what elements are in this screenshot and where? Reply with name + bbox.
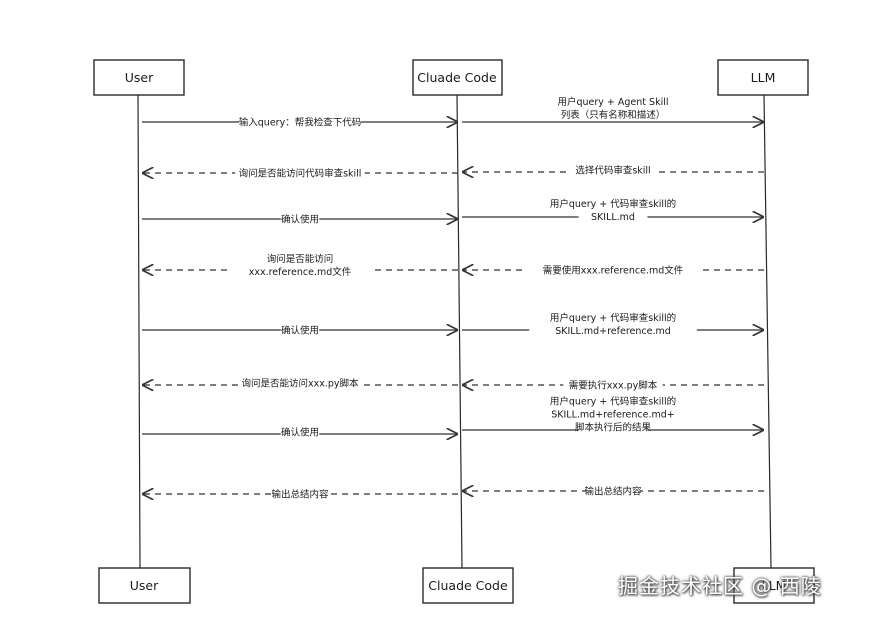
message-m13-label-bg (280, 425, 320, 438)
message-m8-label-bg (227, 264, 373, 278)
message-m11: 需要执行xxx.py脚本 (463, 378, 764, 392)
participant-llm-bottom: LLM (733, 567, 815, 604)
lifeline-llm (763, 94, 772, 569)
message-m1-label: 输入query：帮我检查下代码 (239, 117, 361, 129)
message-m10-label: 用户query + 代码审查skill的 (550, 312, 676, 324)
message-m15: 输出总结内容 (463, 484, 764, 498)
message-m7: 需要使用xxx.reference.md文件 (463, 263, 764, 277)
message-m14-label-bg (578, 420, 648, 433)
message-m14-label: SKILL.md+reference.md+ (551, 410, 675, 421)
message-m2-label-bg (529, 94, 697, 108)
message-m13-label: 确认使用 (281, 427, 319, 439)
participant-llm-top: LLM (717, 59, 809, 96)
message-m16-label: 输出总结内容 (271, 489, 329, 501)
message-m3: 选择代码审查skill (463, 163, 764, 177)
participant-user-top-label: User (125, 70, 154, 85)
message-m2-label-bg (567, 107, 659, 121)
message-m14-label-bg (533, 394, 693, 407)
message-m15-label: 输出总结内容 (584, 486, 642, 498)
participant-llm-top-label: LLM (751, 70, 776, 85)
message-m8-label: 询问是否能访问 (267, 253, 334, 265)
message-m16-label-bg (273, 487, 327, 500)
message-m14: 用户query + 代码审查skill的 SKILL.md+reference.m… (462, 394, 763, 434)
message-m13: 确认使用 (142, 425, 457, 439)
message-m12-label-bg (239, 376, 361, 389)
message-m10: 用户query + 代码审查skill的 SKILL.md+reference.m… (462, 310, 763, 337)
message-m9-label: 确认使用 (281, 325, 319, 337)
message-m9: 确认使用 (142, 323, 457, 337)
message-m11-label-bg (563, 378, 663, 391)
message-m15-label-bg (586, 484, 640, 497)
message-m14-label: 脚本执行后的结果 (575, 422, 652, 434)
message-m1: 输入query：帮我检查下代码 (142, 115, 457, 129)
participant-claude-code-bottom-label: Cluade Code (428, 578, 508, 593)
message-m8-label: xxx.reference.md文件 (249, 266, 352, 278)
watermark: 掘金技术社区 @ 西陵 (618, 574, 822, 598)
participant-claude-code-bottom: Cluade Code (422, 567, 514, 604)
message-m8-label-bg (269, 251, 331, 265)
message-m14-label-bg (525, 407, 701, 420)
message-m6-label-bg (533, 196, 693, 210)
message-m5: 确认使用 (142, 212, 457, 226)
message-m14-label: 用户query + 代码审查skill的 (550, 396, 676, 408)
lifeline-claude-code (456, 94, 463, 569)
message-m7-label-bg (525, 263, 701, 276)
lifeline-user (137, 94, 141, 569)
participant-user-bottom-label: User (130, 578, 159, 593)
message-m6-label: SKILL.md (591, 212, 635, 223)
participant-claude-code-top: Cluade Code (412, 59, 503, 96)
message-m4-label-bg (235, 166, 365, 179)
message-m6-label: 用户query + 代码审查skill的 (550, 198, 676, 210)
participant-user-bottom: User (98, 567, 191, 604)
message-m16: 输出总结内容 (143, 487, 458, 501)
message-m4: 询问是否能访问代码审查skill (143, 166, 458, 180)
participant-claude-code-top-label: Cluade Code (417, 70, 497, 85)
message-m2-label: 列表（只有名称和描述） (561, 109, 666, 121)
message-m5-label: 确认使用 (281, 214, 319, 226)
message-m2-label: 用户query + Agent Skill (557, 96, 668, 108)
message-m7-label: 需要使用xxx.reference.md文件 (543, 265, 684, 277)
message-m6-label-bg (578, 209, 648, 223)
messages-layer: 输入query：帮我检查下代码 用户query + Agent Skill列表（只… (142, 94, 764, 501)
message-m8: 询问是否能访问xxx.reference.md文件 (143, 251, 458, 278)
participant-llm-bottom-label: LLM (762, 578, 787, 593)
message-m5-label-bg (280, 212, 320, 225)
message-m10-label: SKILL.md+reference.md (555, 326, 671, 337)
message-m1-label-bg (239, 115, 361, 128)
participant-user-top: User (93, 59, 185, 96)
message-m3-label-bg (567, 163, 659, 176)
message-m12-label: 询问是否能访问xxx.py脚本 (241, 378, 359, 390)
message-m4-label: 询问是否能访问代码审查skill (239, 168, 362, 180)
message-m10-label-bg (533, 310, 693, 324)
message-m3-label: 选择代码审查skill (575, 165, 650, 177)
message-m6: 用户query + 代码审查skill的 SKILL.md (462, 196, 763, 223)
message-m11-label: 需要执行xxx.py脚本 (569, 380, 658, 392)
message-m9-label-bg (280, 323, 320, 336)
message-m12: 询问是否能访问xxx.py脚本 (143, 376, 458, 390)
message-m10-label-bg (529, 323, 697, 337)
